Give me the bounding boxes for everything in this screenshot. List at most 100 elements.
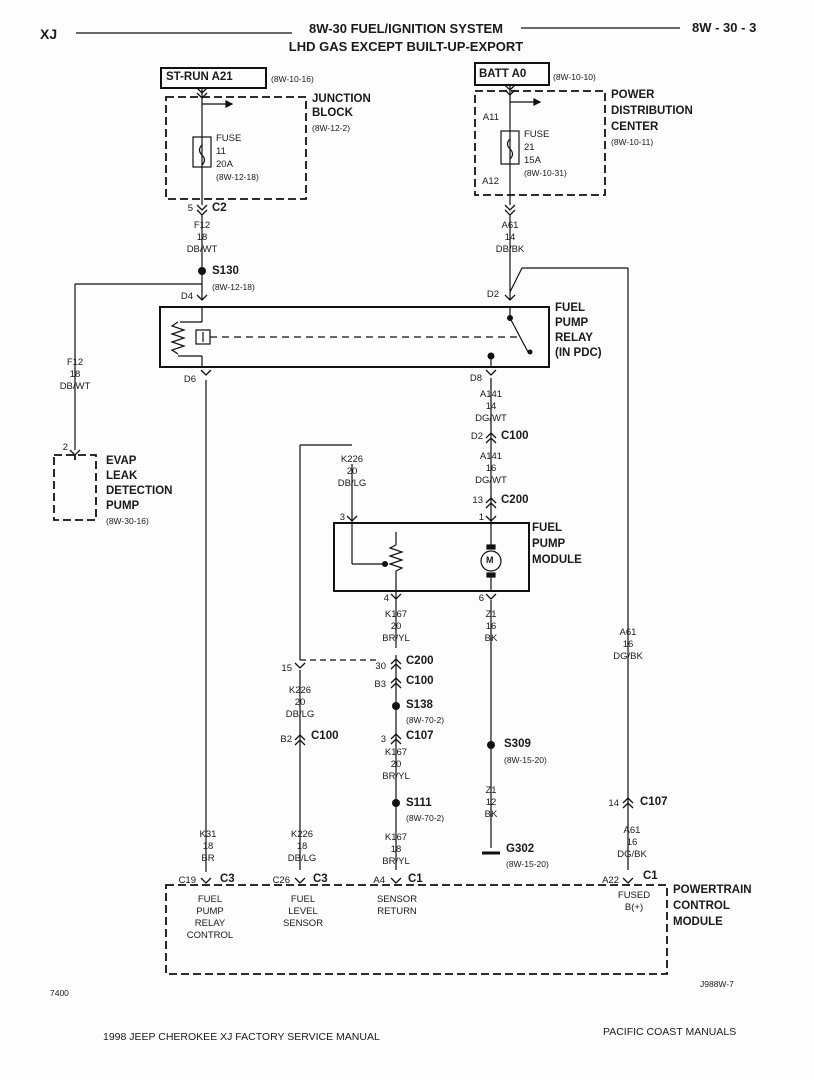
pcm-fn-sensor-return-2: RETURN xyxy=(377,906,417,917)
wire-a61-right-gauge: 16 xyxy=(622,639,634,650)
relay-pin-d2: D2 xyxy=(486,289,499,300)
footer-publisher: PACIFIC COAST MANUALS xyxy=(603,1026,737,1038)
wire-a61-bottom-color: DG/BK xyxy=(617,849,647,860)
wire-a61-top-gauge: 14 xyxy=(504,232,516,243)
wire-k167-b-circuit: K167 xyxy=(384,747,408,758)
c200-13-connector: C200 xyxy=(501,494,529,506)
c107-14-pin: 14 xyxy=(608,798,619,809)
pdc-pin-a11: A11 xyxy=(482,112,499,123)
fuse-21-label: FUSE xyxy=(524,129,550,140)
fuse-11-number: 11 xyxy=(216,146,226,157)
page-number: 8W - 30 - 3 xyxy=(692,20,757,35)
pump-module-pin-4: 4 xyxy=(383,593,389,604)
c100-b2-pin: B2 xyxy=(280,734,292,745)
evap-ref: (8W-30-16) xyxy=(106,516,149,526)
pdc-ref: (8W-10-11) xyxy=(611,137,654,147)
motor-icon: M xyxy=(486,555,494,565)
pcm-connector-c1-b: C1 xyxy=(643,870,658,882)
wire-z1-a-color: BK xyxy=(484,633,498,644)
c100-d2-connector: C100 xyxy=(501,430,529,442)
wire-z1-a-gauge: 16 xyxy=(485,621,497,632)
footer-code-right: J988W-7 xyxy=(700,979,734,989)
pump-module-pin-3: 3 xyxy=(339,512,345,523)
wire-f12-top-gauge: 18 xyxy=(196,232,208,243)
wire-a141-a-gauge: 14 xyxy=(485,401,497,412)
wire-k31-color: BR xyxy=(201,853,215,864)
splice-s111-ref: (8W-70-2) xyxy=(406,813,445,823)
pdc-pin-a12: A12 xyxy=(482,176,499,187)
evap-pin: 2 xyxy=(62,442,68,453)
pcm-fn-relay-control-2: PUMP xyxy=(196,906,224,917)
splice-s130-ref: (8W-12-18) xyxy=(212,282,255,292)
batt-source-label: BATT A0 xyxy=(479,68,527,80)
page-title: 8W-30 FUEL/IGNITION SYSTEM xyxy=(308,21,504,36)
pcm-fn-relay-control-3: RELAY xyxy=(194,918,226,929)
wire-k226-mid-circuit: K226 xyxy=(288,685,312,696)
c107-3-pin: 3 xyxy=(380,734,386,745)
c2-pin: 5 xyxy=(187,203,193,214)
relay-pin-d8: D8 xyxy=(469,373,482,384)
wire-a141-b-circuit: A141 xyxy=(479,451,503,462)
splice-s309-ref: (8W-15-20) xyxy=(504,755,547,765)
wire-k167-b-color: BR/YL xyxy=(382,771,410,782)
wire-f12-left-gauge: 18 xyxy=(69,369,81,380)
wire-k31-gauge: 18 xyxy=(202,841,214,852)
st-run-ref: (8W-10-16) xyxy=(271,74,314,84)
wire-k31-circuit: K31 xyxy=(199,829,217,840)
splice-s111: S111 xyxy=(406,797,432,809)
st-run-source-label: ST-RUN A21 xyxy=(166,71,233,83)
pcm-pin-a22: A22 xyxy=(602,875,619,886)
wire-f12-left-circuit: F12 xyxy=(66,357,84,368)
c100-b2-connector: C100 xyxy=(311,730,339,742)
pump-module-title-3: MODULE xyxy=(532,554,582,566)
pump-module-title-1: FUEL xyxy=(532,522,563,534)
pcm-pin-c19: C19 xyxy=(178,875,196,886)
junction-block-ref: (8W-12-2) xyxy=(312,123,351,133)
wire-a61-bottom-circuit: A61 xyxy=(623,825,641,836)
wire-a141-b-color: DG/WT xyxy=(475,475,507,486)
relay-title-3: RELAY xyxy=(555,332,593,344)
wire-z1-b-circuit: Z1 xyxy=(485,785,497,796)
c2-connector: C2 xyxy=(212,202,227,214)
junction-block-title-2: BLOCK xyxy=(312,107,353,119)
pcm-fn-level-sensor-3: SENSOR xyxy=(282,918,324,929)
pdc-title-2: DISTRIBUTION xyxy=(611,105,693,117)
pump-module-title-2: PUMP xyxy=(532,538,566,550)
c200-13-pin: 13 xyxy=(472,495,483,506)
wire-k167-a-circuit: K167 xyxy=(384,609,408,620)
pcm-fn-sensor-return-1: SENSOR xyxy=(376,894,418,905)
wire-f12-top-color: DB/WT xyxy=(186,244,218,255)
pdc-title-3: CENTER xyxy=(611,121,659,133)
splice-s309: S309 xyxy=(504,738,531,750)
wire-a61-top-color: DB/BK xyxy=(495,244,525,255)
relay-title-1: FUEL xyxy=(555,302,586,314)
pcm-connector-c3-a: C3 xyxy=(220,873,235,885)
fuse-11-label: FUSE xyxy=(216,133,242,144)
pcm-fn-relay-control-1: FUEL xyxy=(197,894,223,905)
wire-k226-bottom-color: DB/LG xyxy=(287,853,317,864)
pcm-fn-fused-2: B(+) xyxy=(624,902,644,913)
splice-s130: S130 xyxy=(212,265,239,277)
fuse-11-ref: (8W-12-18) xyxy=(216,172,259,182)
wire-k167-c-color: BR/YL xyxy=(382,856,410,867)
wire-a141-a-color: DG/WT xyxy=(475,413,507,424)
wire-k167-c-circuit: K167 xyxy=(384,832,408,843)
c107-14-connector: C107 xyxy=(640,796,668,808)
wire-k167-b-gauge: 20 xyxy=(390,759,402,770)
splice-s138-ref: (8W-70-2) xyxy=(406,715,445,725)
relay-pin-d4: D4 xyxy=(180,291,193,302)
relay-title-2: PUMP xyxy=(555,317,589,329)
relay-title-4: (IN PDC) xyxy=(555,347,602,359)
pcm-pin-c26: C26 xyxy=(272,875,290,886)
wire-f12-left-color: DB/WT xyxy=(59,381,91,392)
wire-k167-a-gauge: 20 xyxy=(390,621,402,632)
wire-k226-mid-gauge: 20 xyxy=(294,697,306,708)
wire-z1-a-circuit: Z1 xyxy=(485,609,497,620)
wire-k226-top-circuit: K226 xyxy=(340,454,364,465)
c100-b3-pin: B3 xyxy=(374,679,386,690)
footer-code-left: 7400 xyxy=(50,988,69,998)
wire-a61-right-circuit: A61 xyxy=(619,627,637,638)
fuse-21-rating: 15A xyxy=(524,155,541,166)
batt-ref: (8W-10-10) xyxy=(553,72,596,82)
